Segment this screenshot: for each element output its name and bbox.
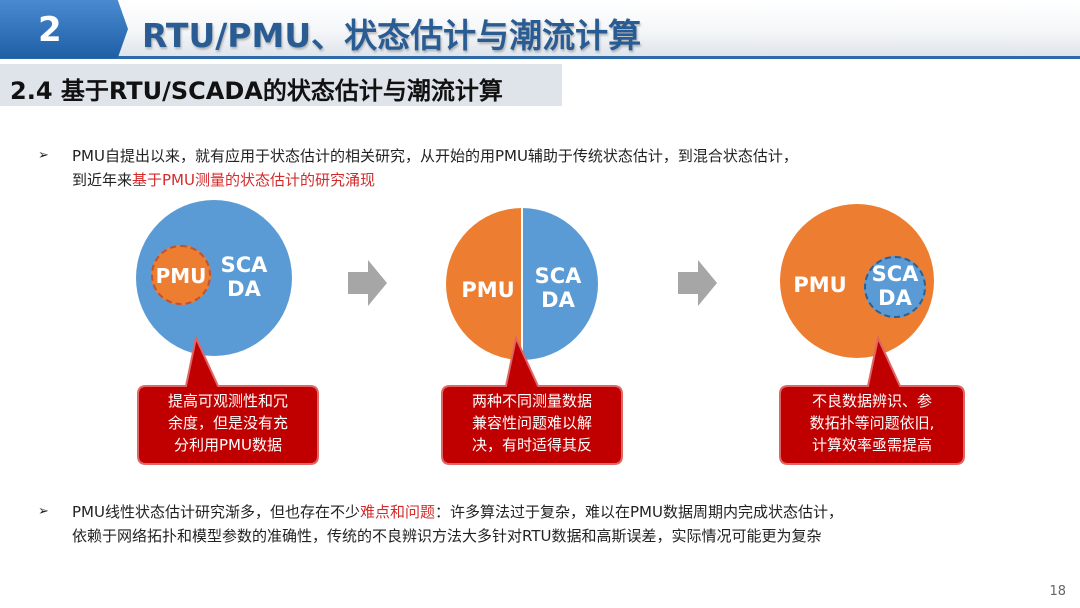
paragraph1-highlight: 基于PMU测量的状态估计的研究涌现 [132, 171, 375, 189]
split-divider [521, 208, 523, 360]
callout-line: 两种不同测量数据 [471, 392, 592, 410]
subheader-box [0, 64, 562, 106]
paragraph1-line2: 到近年来基于PMU测量的状态估计的研究涌现 [72, 168, 375, 192]
pmu-label: PMU [461, 278, 515, 302]
bullet-arrow-icon: ➢ [38, 148, 49, 163]
callout-line: 提高可观测性和冗 [167, 392, 288, 410]
callout-box [779, 336, 965, 465]
pmu-circle [151, 245, 211, 305]
paragraph2-highlight: 难点和问题 [359, 503, 435, 521]
scada-label-line2: DA [878, 286, 912, 310]
header-bar [0, 0, 1080, 58]
scada-circle [864, 256, 926, 318]
scada-label-line2: DA [227, 277, 261, 301]
pmu-label: PMU [155, 264, 207, 288]
scada-label-line1: SCA [871, 262, 919, 286]
callout-line: 决，有时适得其反 [471, 436, 592, 454]
page-number: 18 [1049, 584, 1066, 599]
subheader-title: 2.4 基于RTU/SCADA的状态估计与潮流计算 [10, 77, 503, 105]
callout-line: 数拓扑等问题依旧, [809, 414, 935, 432]
right-arrow-icon [678, 260, 717, 306]
callout-text: 提高可观测性和冗 余度，但是没有充 分利用PMU数据 [140, 390, 316, 456]
bullet-arrow-icon: ➢ [38, 504, 49, 519]
paragraph2-line1-suffix: ：许多算法过于复杂，难以在PMU数据周期内完成状态估计， [434, 503, 843, 521]
callout-line: 兼容性问题难以解 [471, 414, 592, 432]
right-arrow-icon [348, 260, 387, 306]
paragraph2-line2: 依赖于网络拓扑和模型参数的准确性，传统的不良辨识方法大多针对RTU数据和高斯误差… [72, 527, 822, 545]
scada-label-line1: SCA [220, 253, 268, 277]
scada-label-line2: DA [541, 288, 575, 312]
paragraph1-line2-prefix: 到近年来 [72, 171, 133, 189]
callout-line: 不良数据辨识、参 [811, 392, 932, 410]
callout-line: 分利用PMU数据 [174, 436, 282, 454]
callout-text: 不良数据辨识、参 数拓扑等问题依旧, 计算效率亟需提高 [782, 390, 962, 456]
paragraph2-line1: PMU线性状态估计研究渐多，但也存在不少难点和问题：许多算法过于复杂，难以在PM… [72, 500, 843, 524]
paragraph2-line1-prefix: PMU线性状态估计研究渐多，但也存在不少 [72, 503, 360, 521]
callout-text: 两种不同测量数据 兼容性问题难以解 决，有时适得其反 [444, 390, 620, 456]
section-badge [0, 0, 128, 58]
header-divider [0, 56, 1080, 59]
callout-line: 余度，但是没有充 [167, 414, 288, 432]
paragraph1-line1: PMU自提出以来，就有应用于状态估计的相关研究，从开始的用PMU辅助于传统状态估… [72, 147, 798, 165]
page-title: RTU/PMU、状态估计与潮流计算 [142, 16, 642, 55]
section-number: 2 [38, 10, 62, 50]
callout-line: 计算效率亟需提高 [811, 436, 932, 454]
callout-box [441, 336, 623, 465]
callout-box [137, 336, 319, 465]
scada-label-line1: SCA [534, 264, 582, 288]
pmu-label: PMU [793, 273, 847, 297]
